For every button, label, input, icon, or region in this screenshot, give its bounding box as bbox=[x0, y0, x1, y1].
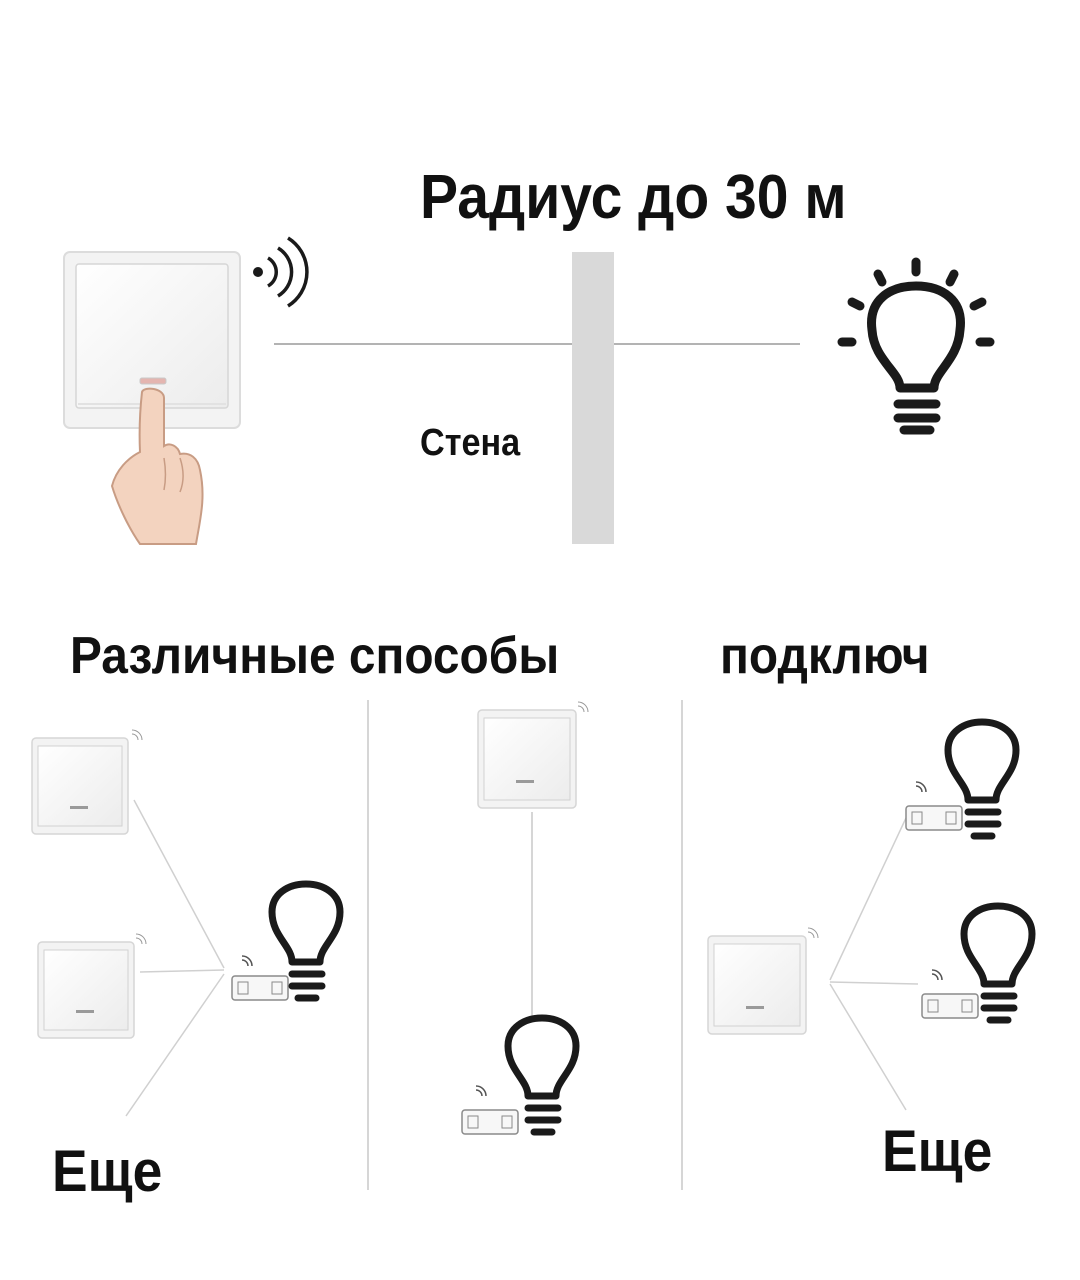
connection-line bbox=[829, 817, 907, 981]
wireless-switch-icon bbox=[31, 729, 143, 835]
connection-line bbox=[133, 799, 225, 969]
relay-receiver-icon bbox=[461, 1085, 519, 1135]
connection-line bbox=[125, 973, 225, 1117]
relay-receiver-icon bbox=[905, 781, 963, 831]
light-bulb-icon bbox=[837, 257, 995, 435]
light-bulb-icon bbox=[944, 718, 1020, 840]
relay-receiver-icon bbox=[921, 969, 979, 1019]
wifi-signal-icon bbox=[253, 236, 309, 308]
relay-receiver-icon bbox=[231, 955, 289, 1001]
more-label-right: Еще bbox=[882, 1119, 993, 1184]
light-bulb-icon bbox=[504, 1014, 580, 1136]
connection-line bbox=[829, 983, 907, 1111]
wireless-switch-icon bbox=[37, 933, 147, 1039]
wireless-switch-icon bbox=[707, 927, 819, 1035]
connection-line bbox=[829, 981, 919, 985]
methods-title-part2: подключ bbox=[720, 627, 930, 685]
light-bulb-icon bbox=[960, 902, 1036, 1024]
connection-line bbox=[139, 969, 225, 973]
wall-label: Стена bbox=[420, 422, 521, 464]
wireless-switch-icon bbox=[63, 251, 241, 429]
wireless-switch-icon bbox=[477, 701, 589, 809]
light-bulb-icon bbox=[268, 880, 344, 1002]
title-radius: Радиус до 30 м bbox=[420, 163, 847, 232]
methods-title-part1: Различные способы bbox=[70, 627, 560, 685]
hand-finger-icon bbox=[110, 387, 204, 545]
more-label-left: Еще bbox=[52, 1139, 163, 1204]
wall bbox=[572, 252, 614, 544]
